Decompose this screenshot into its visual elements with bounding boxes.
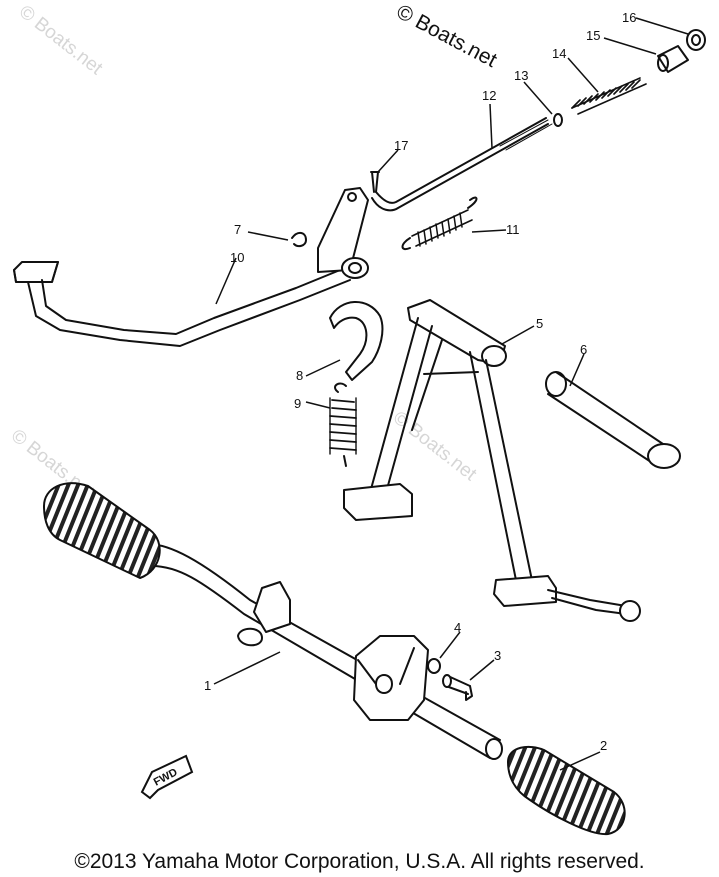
return-spring	[401, 196, 478, 250]
bolt-part-3	[442, 674, 473, 701]
watermark-faint-center: © Boats.net	[389, 407, 481, 485]
callout-3: 3	[494, 648, 501, 663]
washer-part-13	[553, 113, 563, 127]
callout-2: 2	[600, 738, 607, 753]
leader-lines	[213, 17, 689, 771]
callout-10: 10	[230, 250, 244, 265]
callout-8: 8	[296, 368, 303, 383]
brake-pedal	[13, 187, 369, 347]
brake-rod	[371, 117, 553, 212]
sleeve-part-15	[657, 45, 689, 73]
callout-1: 1	[204, 678, 211, 693]
right-grip	[507, 745, 626, 836]
callout-9: 9	[294, 396, 301, 411]
footrest-bar	[147, 543, 503, 760]
washer-part-4	[427, 658, 441, 674]
stand-spring	[329, 382, 357, 467]
cotter-pin-part-17	[370, 171, 380, 193]
callout-12: 12	[482, 88, 496, 103]
adjuster-nut-part-16	[686, 29, 706, 51]
callout-15: 15	[586, 28, 600, 43]
callout-11: 11	[506, 222, 520, 237]
callout-7: 7	[234, 222, 241, 237]
watermarks: © Boats.net © Boats.net © Boats.net © Bo…	[7, 0, 501, 504]
callout-16: 16	[622, 10, 636, 25]
watermark-faint-top-left: © Boats.net	[15, 1, 107, 79]
callout-labels: 1 2 3 4 5 6 7 8 9 10 11 12 13 14 15 16 1…	[204, 10, 636, 753]
callout-17: 17	[394, 138, 408, 153]
copyright-notice: ©2013 Yamaha Motor Corporation, U.S.A. A…	[74, 850, 645, 873]
fwd-arrow-icon: FWD	[140, 754, 194, 800]
spring-plate-part-8	[329, 301, 384, 381]
rod-spring	[571, 77, 647, 115]
pivot-shaft	[545, 371, 681, 469]
left-grip	[43, 482, 161, 579]
center-stand	[343, 299, 641, 622]
watermark-top: © Boats.net	[393, 0, 501, 72]
clip-part-7	[291, 232, 307, 248]
callout-14: 14	[552, 46, 566, 61]
callout-4: 4	[454, 620, 461, 635]
callout-13: 13	[514, 68, 528, 83]
callout-6: 6	[580, 342, 587, 357]
callout-5: 5	[536, 316, 543, 331]
